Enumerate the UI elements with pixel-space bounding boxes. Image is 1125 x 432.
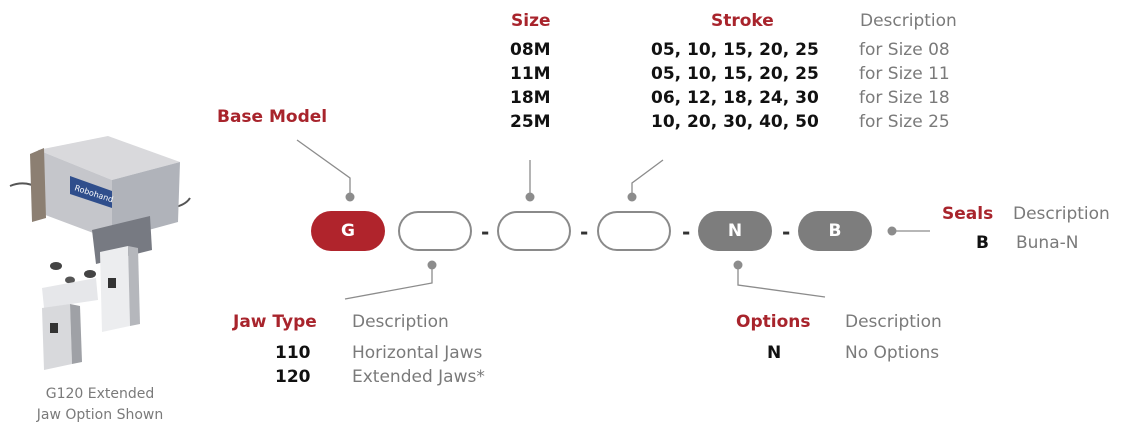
seals-description: Buna-N (1016, 233, 1079, 253)
stroke-description: for Size 18 (859, 88, 950, 108)
stroke-title: Stroke (711, 11, 774, 31)
options-title: Options (736, 312, 811, 332)
product-caption-line2: Jaw Option Shown (36, 407, 164, 423)
options-code: N (767, 343, 782, 363)
stroke-description: for Size 25 (859, 112, 950, 132)
jaw-type-slot-pill (398, 211, 472, 251)
seals-code: B (976, 233, 989, 253)
options-description-header: Description (845, 312, 942, 332)
separator-dash: - (580, 220, 589, 244)
size-value: 08M (510, 40, 551, 60)
size-slot-pill (497, 211, 571, 251)
product-image: Robohand (0, 118, 200, 380)
separator-dash: - (682, 220, 691, 244)
product-caption: G120 Extended Jaw Option Shown (0, 384, 200, 426)
product-caption-line1: G120 Extended (45, 386, 155, 402)
size-value: 25M (510, 112, 551, 132)
stroke-values: 10, 20, 30, 40, 50 (651, 112, 819, 132)
separator-dash: - (481, 220, 490, 244)
seals-title: Seals (942, 204, 994, 224)
base-model-code-pill: G (311, 211, 385, 251)
separator-dash: - (782, 220, 791, 244)
size-title: Size (511, 11, 551, 31)
base-model-label: Base Model (217, 107, 328, 127)
stroke-description: for Size 11 (859, 64, 950, 84)
seals-code-pill: B (798, 211, 872, 251)
stroke-values: 06, 12, 18, 24, 30 (651, 88, 819, 108)
stroke-slot-pill (597, 211, 671, 251)
options-code-pill: N (698, 211, 772, 251)
stroke-description: for Size 08 (859, 40, 950, 60)
size-value: 11M (510, 64, 551, 84)
jaw-type-description: Horizontal Jaws (352, 343, 483, 363)
options-description: No Options (845, 343, 940, 363)
jaw-type-title: Jaw Type (233, 312, 317, 332)
jaw-type-code: 120 (275, 367, 311, 387)
size-value: 18M (510, 88, 551, 108)
stroke-values: 05, 10, 15, 20, 25 (651, 40, 819, 60)
jaw-type-code: 110 (275, 343, 311, 363)
stroke-values: 05, 10, 15, 20, 25 (651, 64, 819, 84)
jaw-type-description: Extended Jaws* (352, 367, 485, 387)
seals-description-header: Description (1013, 204, 1110, 224)
jaw-type-description-header: Description (352, 312, 449, 332)
stroke-description-header: Description (860, 11, 957, 31)
